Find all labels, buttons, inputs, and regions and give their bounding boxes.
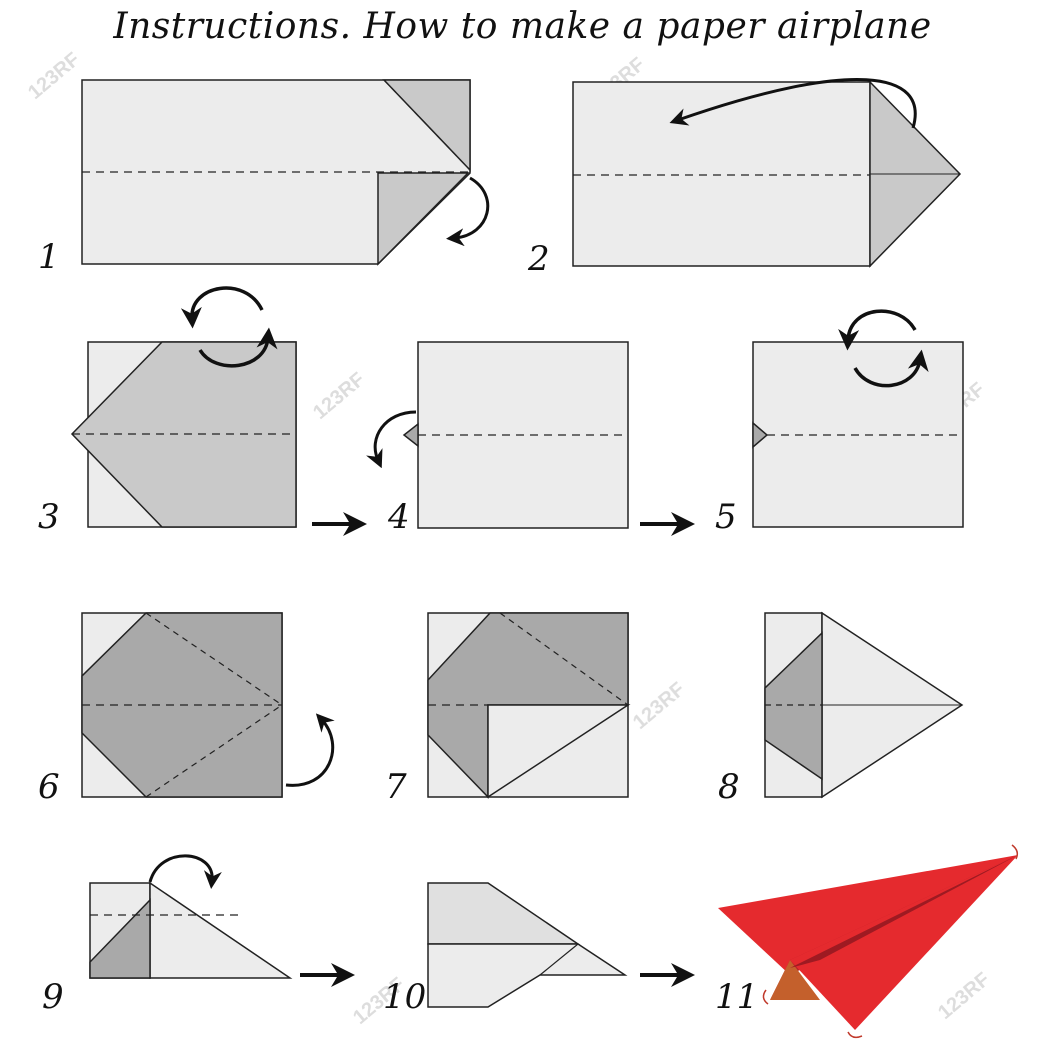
step-number-6: 6 bbox=[38, 767, 60, 807]
step-number-8: 8 bbox=[718, 767, 740, 807]
step-6-diagram bbox=[81, 612, 335, 798]
step-3-diagram bbox=[70, 286, 297, 528]
watermark-text: 123RF bbox=[629, 678, 689, 733]
step-number-4: 4 bbox=[387, 497, 410, 537]
step-2-diagram bbox=[572, 78, 962, 268]
paper-airplane-illustration bbox=[718, 844, 1019, 1039]
step-number-7: 7 bbox=[385, 767, 407, 807]
page-title: Instructions. How to make a paper airpla… bbox=[113, 6, 932, 47]
step-number-10: 10 bbox=[383, 977, 426, 1017]
step-number-3: 3 bbox=[38, 497, 60, 537]
step-number-1: 1 bbox=[38, 237, 60, 277]
watermark-text: 123RF bbox=[24, 48, 84, 103]
step-4-diagram bbox=[366, 341, 629, 529]
step-number-9: 9 bbox=[42, 977, 64, 1017]
watermark-text: 123RF bbox=[309, 368, 369, 423]
step-8-diagram bbox=[764, 611, 964, 799]
step-1-diagram bbox=[81, 79, 490, 266]
watermark-text: 123RF bbox=[934, 968, 994, 1023]
step-number-11: 11 bbox=[715, 977, 758, 1017]
step-number-5: 5 bbox=[715, 497, 737, 537]
step-number-2: 2 bbox=[527, 239, 550, 279]
step-7-diagram bbox=[427, 612, 631, 799]
step-10-diagram bbox=[427, 882, 628, 1008]
step-9-diagram bbox=[89, 854, 293, 979]
step-5-diagram bbox=[752, 309, 964, 528]
